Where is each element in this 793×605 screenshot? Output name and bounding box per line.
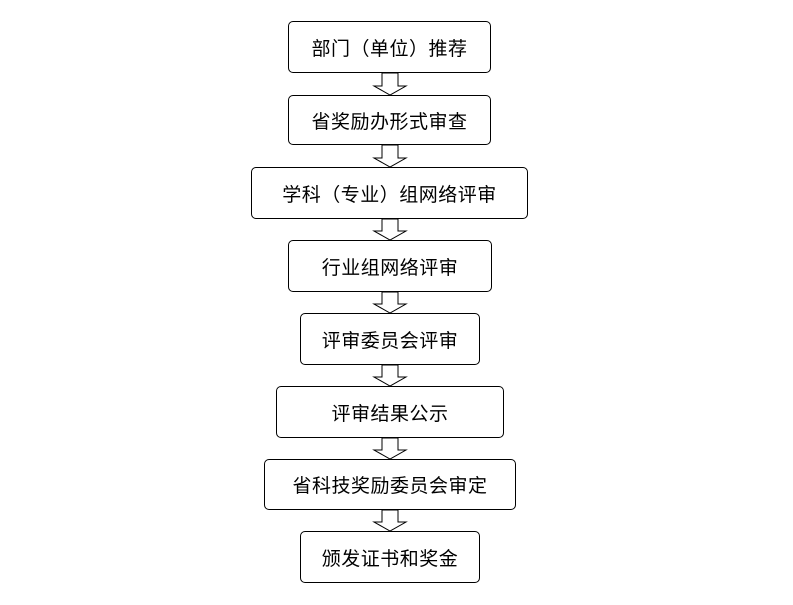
arrow-down-icon (372, 509, 408, 532)
step-label: 部门（单位）推荐 (311, 37, 468, 60)
arrow-down-icon (372, 218, 408, 241)
arrow-down-icon (372, 291, 408, 314)
step-label: 省科技奖励委员会审定 (292, 475, 488, 497)
arrow-down-icon (372, 144, 408, 168)
step-discipline-online-review: 学科（专业）组网络评审 (251, 167, 528, 219)
step-label: 学科（专业）组网络评审 (282, 183, 497, 206)
step-results-publicity: 评审结果公示 (276, 386, 504, 438)
step-label: 评审结果公示 (331, 402, 449, 425)
step-label: 行业组网络评审 (321, 256, 459, 279)
arrow-down-icon (372, 72, 408, 96)
step-formal-review: 省奖励办形式审查 (288, 95, 491, 145)
arrow-down-icon (372, 437, 408, 460)
step-label: 评审委员会评审 (321, 329, 459, 352)
step-industry-online-review: 行业组网络评审 (288, 240, 492, 292)
arrow-down-icon (372, 364, 408, 387)
step-label: 省奖励办形式审查 (311, 110, 468, 133)
step-award-committee-approval: 省科技奖励委员会审定 (264, 459, 516, 510)
step-department-recommendation: 部门（单位）推荐 (288, 21, 491, 73)
step-label: 颁发证书和奖金 (321, 547, 459, 570)
step-issue-certificate-and-prize: 颁发证书和奖金 (300, 531, 480, 583)
step-committee-review: 评审委员会评审 (300, 313, 480, 365)
